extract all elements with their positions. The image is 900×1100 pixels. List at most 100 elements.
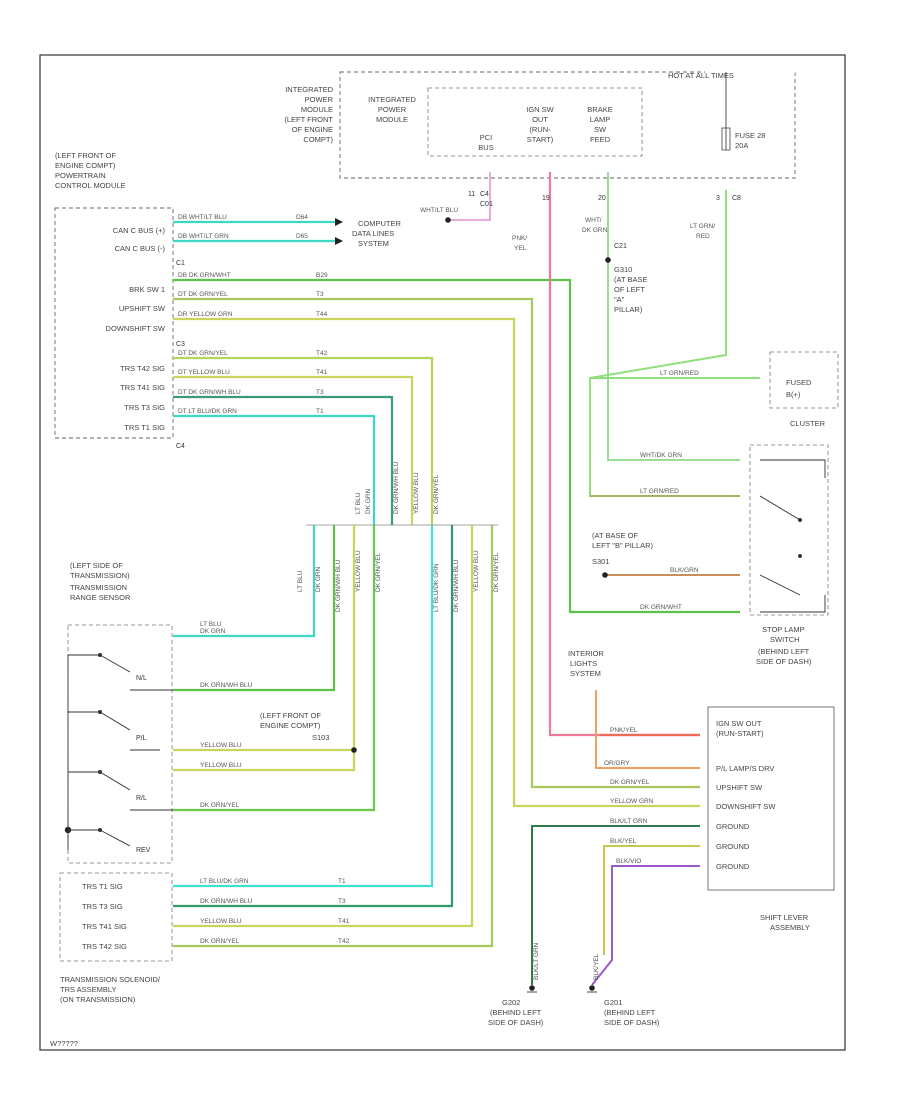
svg-text:R/L: R/L [136,795,147,802]
bundle-lower-right-labels: LT BLU/DK GRN DK GRN/WH BLU YELLOW BLU D… [433,550,500,612]
svg-text:T3: T3 [316,389,324,396]
svg-text:FEED: FEED [590,135,611,144]
svg-text:DK GRN/YEL: DK GRN/YEL [200,938,240,945]
fuse-28-label: FUSE 28 20A [735,131,765,150]
svg-text:DK GRN: DK GRN [200,628,226,635]
svg-text:20A: 20A [735,141,748,150]
svg-text:B29: B29 [316,272,328,279]
svg-text:PNK/YEL: PNK/YEL [610,727,638,734]
ground-g201-dot [589,985,595,991]
svg-text:SWITCH: SWITCH [770,635,800,644]
svg-text:LT BLU: LT BLU [297,570,304,592]
ipm-ign-label: IGN SW OUT (RUN- START) [526,105,554,144]
svg-text:IGN SW OUT: IGN SW OUT [716,719,762,728]
svg-text:P/L: P/L [136,735,147,742]
shift-wire-labels: PNK/YEL OR/GRY DK GRN/YEL YELLOW GRN BLK… [604,727,654,865]
svg-text:C4: C4 [176,443,185,450]
s301-label: (AT BASE OF LEFT "B" PILLAR) S301 [592,531,654,566]
svg-text:DT DK GRN/YEL: DT DK GRN/YEL [178,350,228,357]
svg-text:BLK/VIO: BLK/VIO [616,858,641,865]
svg-text:T3: T3 [316,291,324,298]
splice-s301 [602,572,608,578]
pci-splice-dot [445,217,451,223]
svg-text:T42: T42 [316,350,328,357]
svg-text:DOWNSHIFT SW: DOWNSHIFT SW [716,802,776,811]
ipm-location-label: INTEGRATED POWER MODULE (LEFT FRONT OF E… [284,85,333,144]
svg-text:SYSTEM: SYSTEM [570,669,601,678]
wire-upshift [173,297,700,789]
svg-text:D65: D65 [296,233,308,240]
svg-text:WHT/LT BLU: WHT/LT BLU [420,207,458,214]
cluster-label: FUSED B(+) CLUSTER [786,378,826,428]
svg-text:DK GRN/WH BLU: DK GRN/WH BLU [393,461,400,514]
svg-text:COMPT): COMPT) [303,135,333,144]
svg-text:T3: T3 [338,898,346,905]
svg-text:PILLAR): PILLAR) [614,305,643,314]
svg-text:N/L: N/L [136,675,147,682]
svg-text:SW: SW [594,125,607,134]
interior-lights-label: INTERIOR LIGHTS SYSTEM [568,649,604,678]
svg-text:POWER: POWER [378,105,407,114]
svg-text:SIDE OF DASH): SIDE OF DASH) [488,1018,544,1027]
g202-wire-label: BLK/LT GRN [533,942,540,980]
svg-text:DK GRN/YEL: DK GRN/YEL [493,552,500,592]
pcm-title: (LEFT FRONT OF ENGINE COMPT) POWERTRAIN … [55,151,126,190]
svg-text:GROUND: GROUND [716,822,750,831]
brk-wire-label-2: DK GRN/WHT [640,604,682,611]
svg-text:CONTROL MODULE: CONTROL MODULE [55,181,126,190]
ipm-box [339,71,796,179]
svg-text:UPSHIFT SW: UPSHIFT SW [119,304,166,313]
svg-text:WHT/: WHT/ [585,217,602,224]
svg-text:OF ENGINE: OF ENGINE [292,125,333,134]
svg-text:T42: T42 [338,938,350,945]
svg-text:LEFT "B" PILLAR): LEFT "B" PILLAR) [592,541,654,550]
wire-sol-t3 [173,525,454,908]
svg-text:S301: S301 [592,557,610,566]
pcm-box [54,207,174,439]
svg-text:DK GRN/YEL: DK GRN/YEL [433,474,440,514]
svg-text:(BEHIND LEFT: (BEHIND LEFT [490,1008,542,1017]
svg-text:20: 20 [598,195,606,202]
wire-sol-t41 [173,525,474,928]
svg-text:DK GRN/YEL: DK GRN/YEL [200,802,240,809]
svg-text:DOWNSHIFT SW: DOWNSHIFT SW [106,324,166,333]
svg-text:TRS T42 SIG: TRS T42 SIG [120,364,165,373]
svg-text:DT DK GRN/YEL: DT DK GRN/YEL [178,291,228,298]
svg-text:IGN SW: IGN SW [526,105,554,114]
svg-text:T41: T41 [338,918,350,925]
footer-code: W????? [50,1039,78,1048]
svg-text:DK GRN/WH BLU: DK GRN/WH BLU [335,559,342,612]
svg-text:YELLOW BLU: YELLOW BLU [200,742,242,749]
g201-label: G201 (BEHIND LEFT SIDE OF DASH) [604,998,660,1027]
svg-text:DR YELLOW GRN: DR YELLOW GRN [178,311,233,318]
svg-text:BLK/YEL: BLK/YEL [610,838,637,845]
svg-text:BLK/LT GRN: BLK/LT GRN [610,818,648,825]
svg-text:SHIFT LEVER: SHIFT LEVER [760,913,809,922]
s103-label: (LEFT FRONT OF ENGINE COMPT) S103 [260,711,330,742]
svg-text:YELLOW BLU: YELLOW BLU [355,550,362,592]
svg-text:START): START) [527,135,554,144]
svg-text:B(+): B(+) [786,390,801,399]
computer-data-lines-label: COMPUTER DATA LINES SYSTEM [352,219,402,248]
stop-lamp-box [749,444,829,616]
svg-text:TRS ASSEMBLY: TRS ASSEMBLY [60,985,117,994]
trs-position-labels: N/L P/L R/L REV [136,675,151,854]
svg-text:T41: T41 [316,369,328,376]
svg-text:FUSE 28: FUSE 28 [735,131,765,140]
wire-brk-sw [173,278,740,614]
wire-trs-dkgrnyel [173,525,376,812]
svg-text:(BEHIND LEFT: (BEHIND LEFT [604,1008,656,1017]
svg-text:UPSHIFT SW: UPSHIFT SW [716,783,763,792]
svg-text:G310: G310 [614,265,632,274]
g202-label: G202 (BEHIND LEFT SIDE OF DASH) [488,998,544,1027]
cluster-box [769,351,839,409]
wire-ground-vio [591,865,700,986]
svg-text:(AT BASE OF: (AT BASE OF [592,531,638,540]
trs-wire-labels: LT BLU DK GRN DK GRN/WH BLU YELLOW BLU Y… [200,621,253,809]
wire-trs-dkgrn [173,525,336,692]
svg-text:MODULE: MODULE [301,105,333,114]
diagram-frame [39,54,846,1051]
svg-text:T1: T1 [338,878,346,885]
trs-switch-contacts [67,652,173,850]
